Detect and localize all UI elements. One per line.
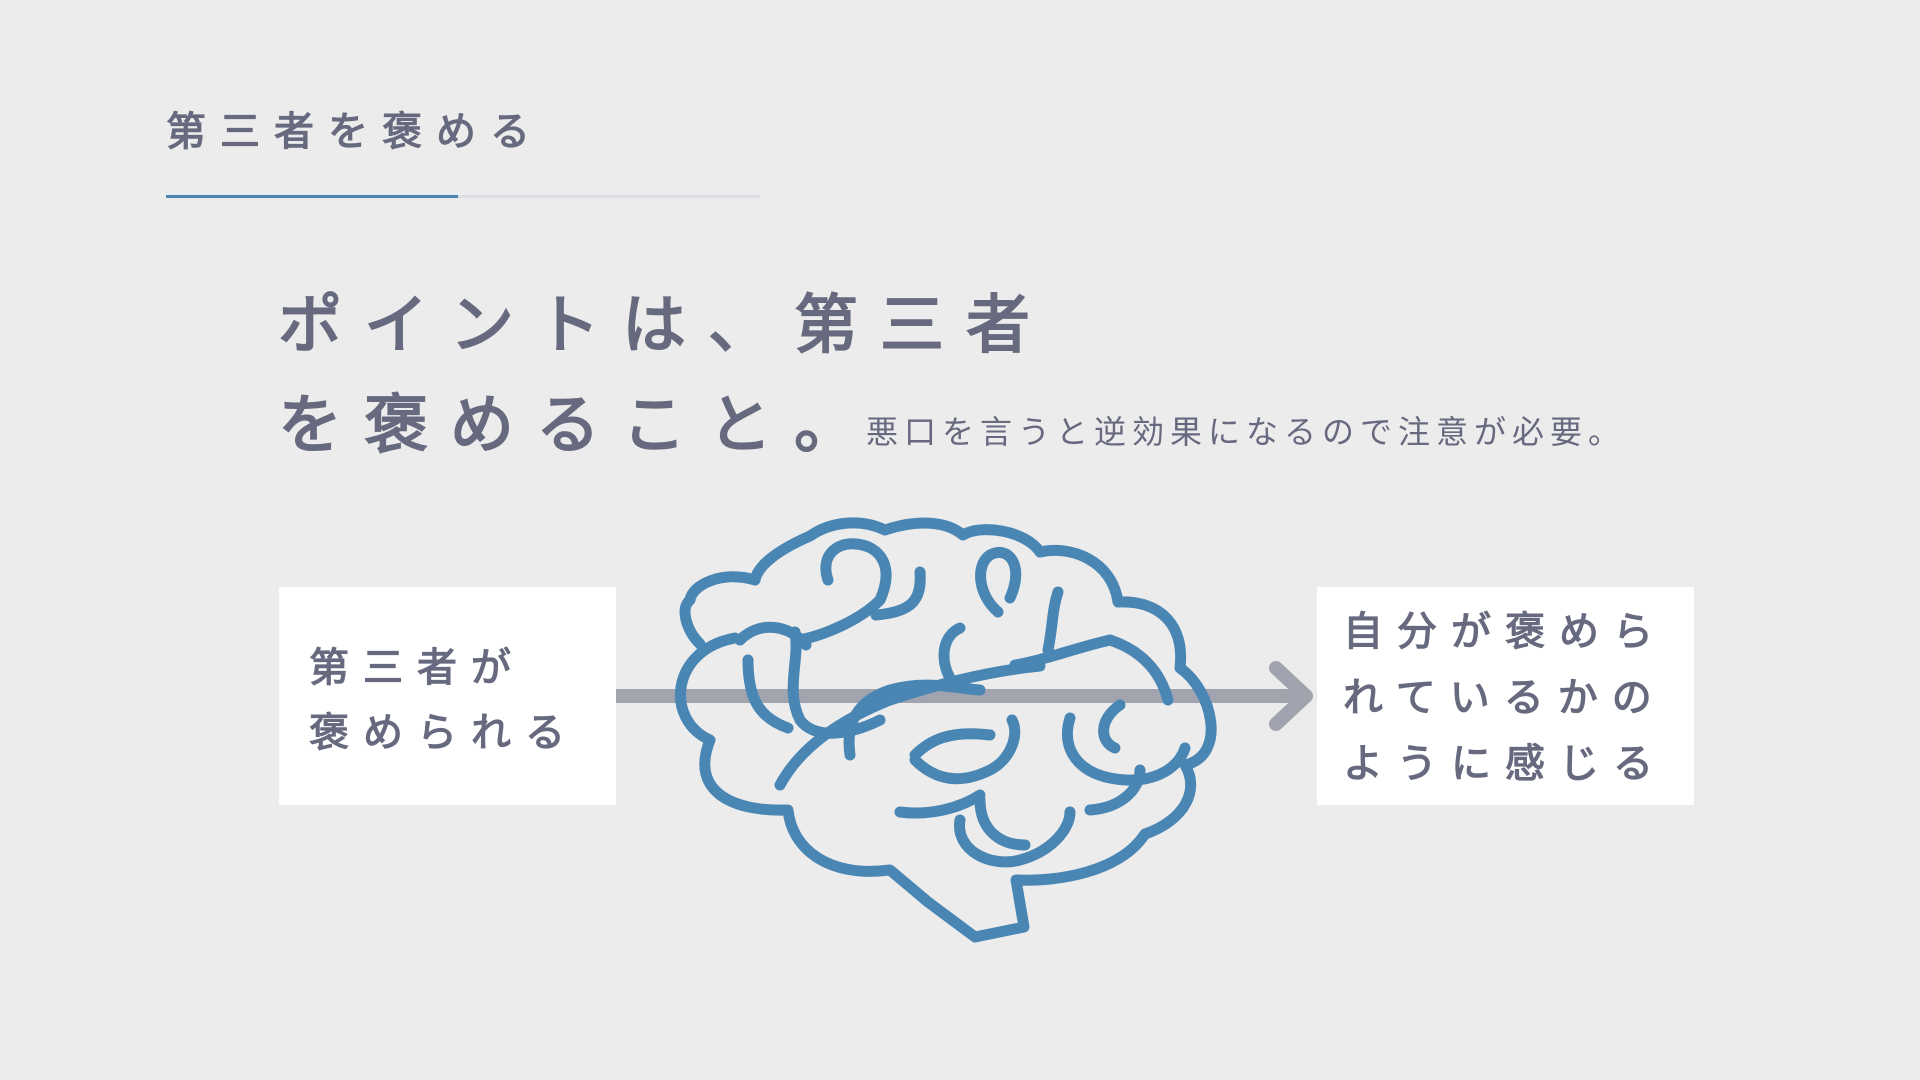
result-box: 自分が褒めら れているかの ように感じる — [1317, 587, 1694, 805]
headline-line-2: を褒めること。 — [278, 389, 880, 463]
arrow — [616, 661, 1313, 731]
result-box-line-3: ように感じる — [1343, 741, 1667, 787]
result-box-line-1: 自分が褒めら — [1343, 609, 1667, 655]
caution-note: 悪口を言うと逆効果になるので注意が必要。 — [866, 413, 1627, 451]
result-box-line-2: れているかの — [1343, 675, 1666, 721]
headline-line-1: ポイントは、第三者 — [278, 289, 1052, 363]
title-underline — [166, 195, 760, 198]
source-box-line-2: 褒められる — [309, 710, 579, 756]
section-title: 第三者を褒める — [166, 109, 544, 155]
title-underline-accent — [166, 195, 458, 198]
arrow-head — [1269, 661, 1313, 731]
source-box-line-1: 第三者が — [309, 645, 525, 691]
source-box: 第三者が 褒められる — [279, 587, 616, 805]
brain-icon — [675, 517, 1217, 943]
